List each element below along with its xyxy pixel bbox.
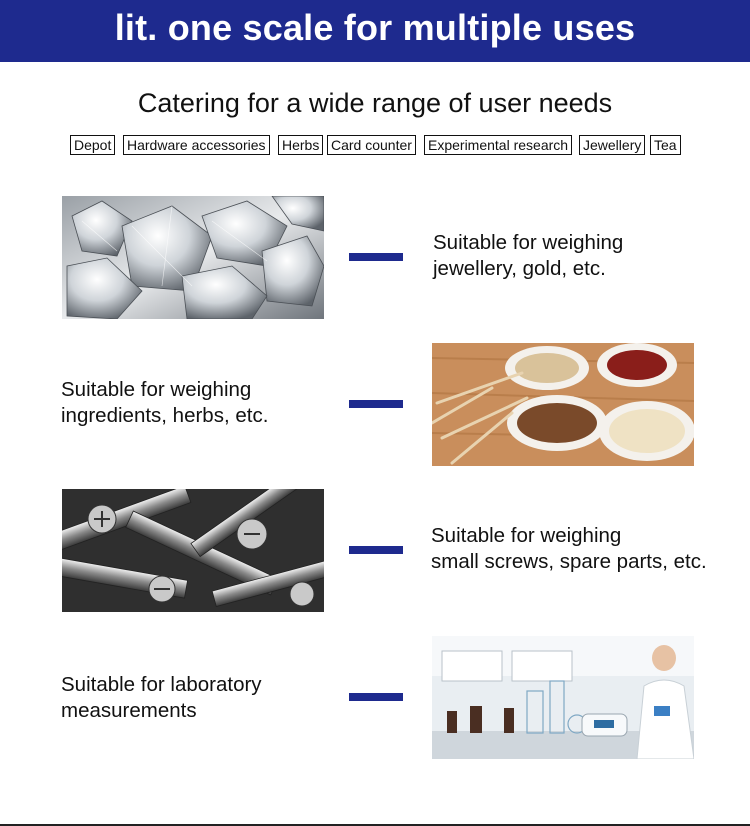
dash-separator (349, 546, 403, 554)
description-line: small screws, spare parts, etc. (431, 550, 707, 573)
subtitle: Catering for a wide range of user needs (137, 88, 613, 118)
screws-photo (62, 489, 324, 612)
tag-hardware-accessories: Hardware accessories (123, 135, 270, 155)
tag-depot: Depot (70, 135, 116, 155)
diamonds-photo (62, 196, 324, 319)
description-line: Suitable for laboratory (61, 673, 262, 696)
use-description-herbs: Suitable for weighing ingredients, herbs… (61, 377, 268, 429)
dash-separator (349, 400, 403, 408)
page-title: lit. one scale for multiple uses (114, 7, 636, 48)
laboratory-photo (432, 636, 694, 759)
title-banner: lit. one scale for multiple uses (0, 0, 750, 62)
description-line: ingredients, herbs, etc. (61, 404, 269, 427)
dash-separator (349, 693, 403, 701)
herbs-photo (432, 343, 694, 466)
use-description-laboratory: Suitable for laboratory measurements (61, 672, 262, 724)
use-description-screws: Suitable for weighing small screws, spar… (431, 523, 707, 575)
description-line: Suitable for weighing (61, 378, 252, 401)
tag-jewellery: Jewellery (579, 135, 646, 155)
dash-separator (349, 253, 403, 261)
tag-experimental-research: Experimental research (424, 135, 573, 155)
use-description-jewellery: Suitable for weighing jewellery, gold, e… (433, 230, 623, 282)
description-line: Suitable for weighing (433, 231, 624, 254)
description-line: measurements (61, 699, 197, 722)
tag-card-counter: Card counter (327, 135, 416, 155)
description-line: Suitable for weighing (431, 524, 622, 547)
description-line: jewellery, gold, etc. (433, 257, 606, 280)
bottom-divider (0, 824, 750, 826)
tag-herbs: Herbs (278, 135, 324, 155)
tag-tea: Tea (650, 135, 681, 155)
